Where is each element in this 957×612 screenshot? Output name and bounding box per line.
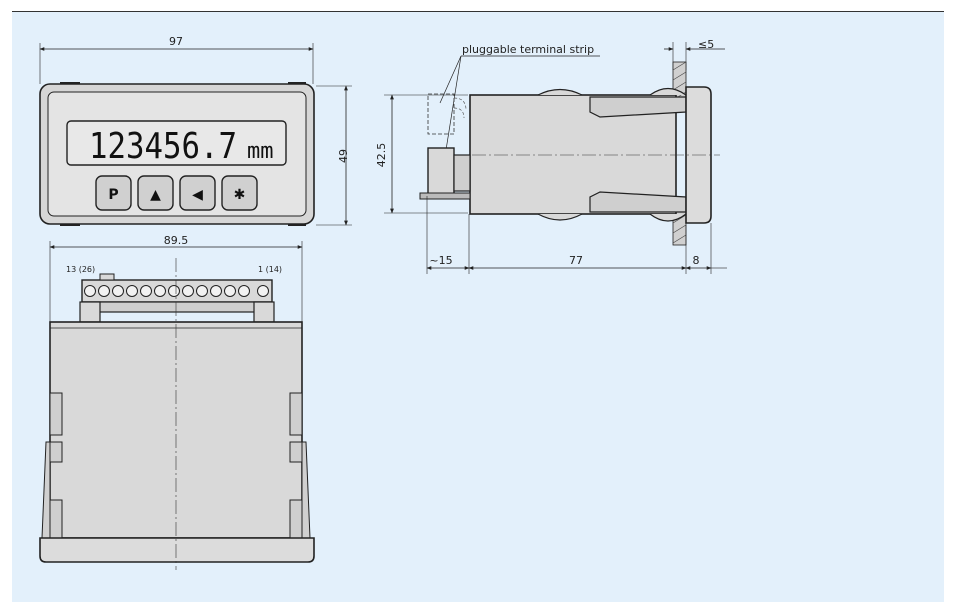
depth-terminal-label: ~15: [429, 254, 452, 267]
front-view: 97 49 123456.7 mm P ▲ ◀ ✱: [39, 35, 352, 226]
left-button[interactable]: [179, 175, 216, 211]
front-width-label: 97: [169, 35, 183, 48]
top-width-label: 89.5: [164, 234, 189, 247]
lcd-display: [66, 120, 287, 166]
terminal-strip: [427, 147, 455, 195]
front-buttons: P ▲ ◀ ✱: [95, 175, 258, 211]
side-view: pluggable terminal strip ≤5 42.5: [375, 38, 727, 274]
lcd-value: 123456.7: [89, 126, 237, 167]
top-view: 89.5 13 (26) 1 (14): [39, 234, 315, 570]
star-button[interactable]: [221, 175, 258, 211]
up-button[interactable]: [137, 175, 174, 211]
lcd-unit: mm: [247, 139, 274, 164]
terminal-left-label: 13 (26): [66, 265, 95, 274]
depth-bezel-label: 8: [693, 254, 700, 267]
terminal-right-label: 1 (14): [258, 265, 282, 274]
asterisk-icon: ✱: [234, 187, 246, 203]
terminal-strip-callout: pluggable terminal strip: [462, 43, 594, 56]
side-height-label: 42.5: [375, 143, 388, 168]
up-arrow-icon: ▲: [150, 187, 161, 203]
depth-housing-label: 77: [569, 254, 583, 267]
left-arrow-icon: ◀: [192, 187, 203, 203]
p-button-label: P: [108, 187, 118, 203]
panel-thickness-label: ≤5: [698, 38, 714, 51]
front-height-label: 49: [337, 149, 350, 163]
p-button[interactable]: [95, 175, 132, 211]
